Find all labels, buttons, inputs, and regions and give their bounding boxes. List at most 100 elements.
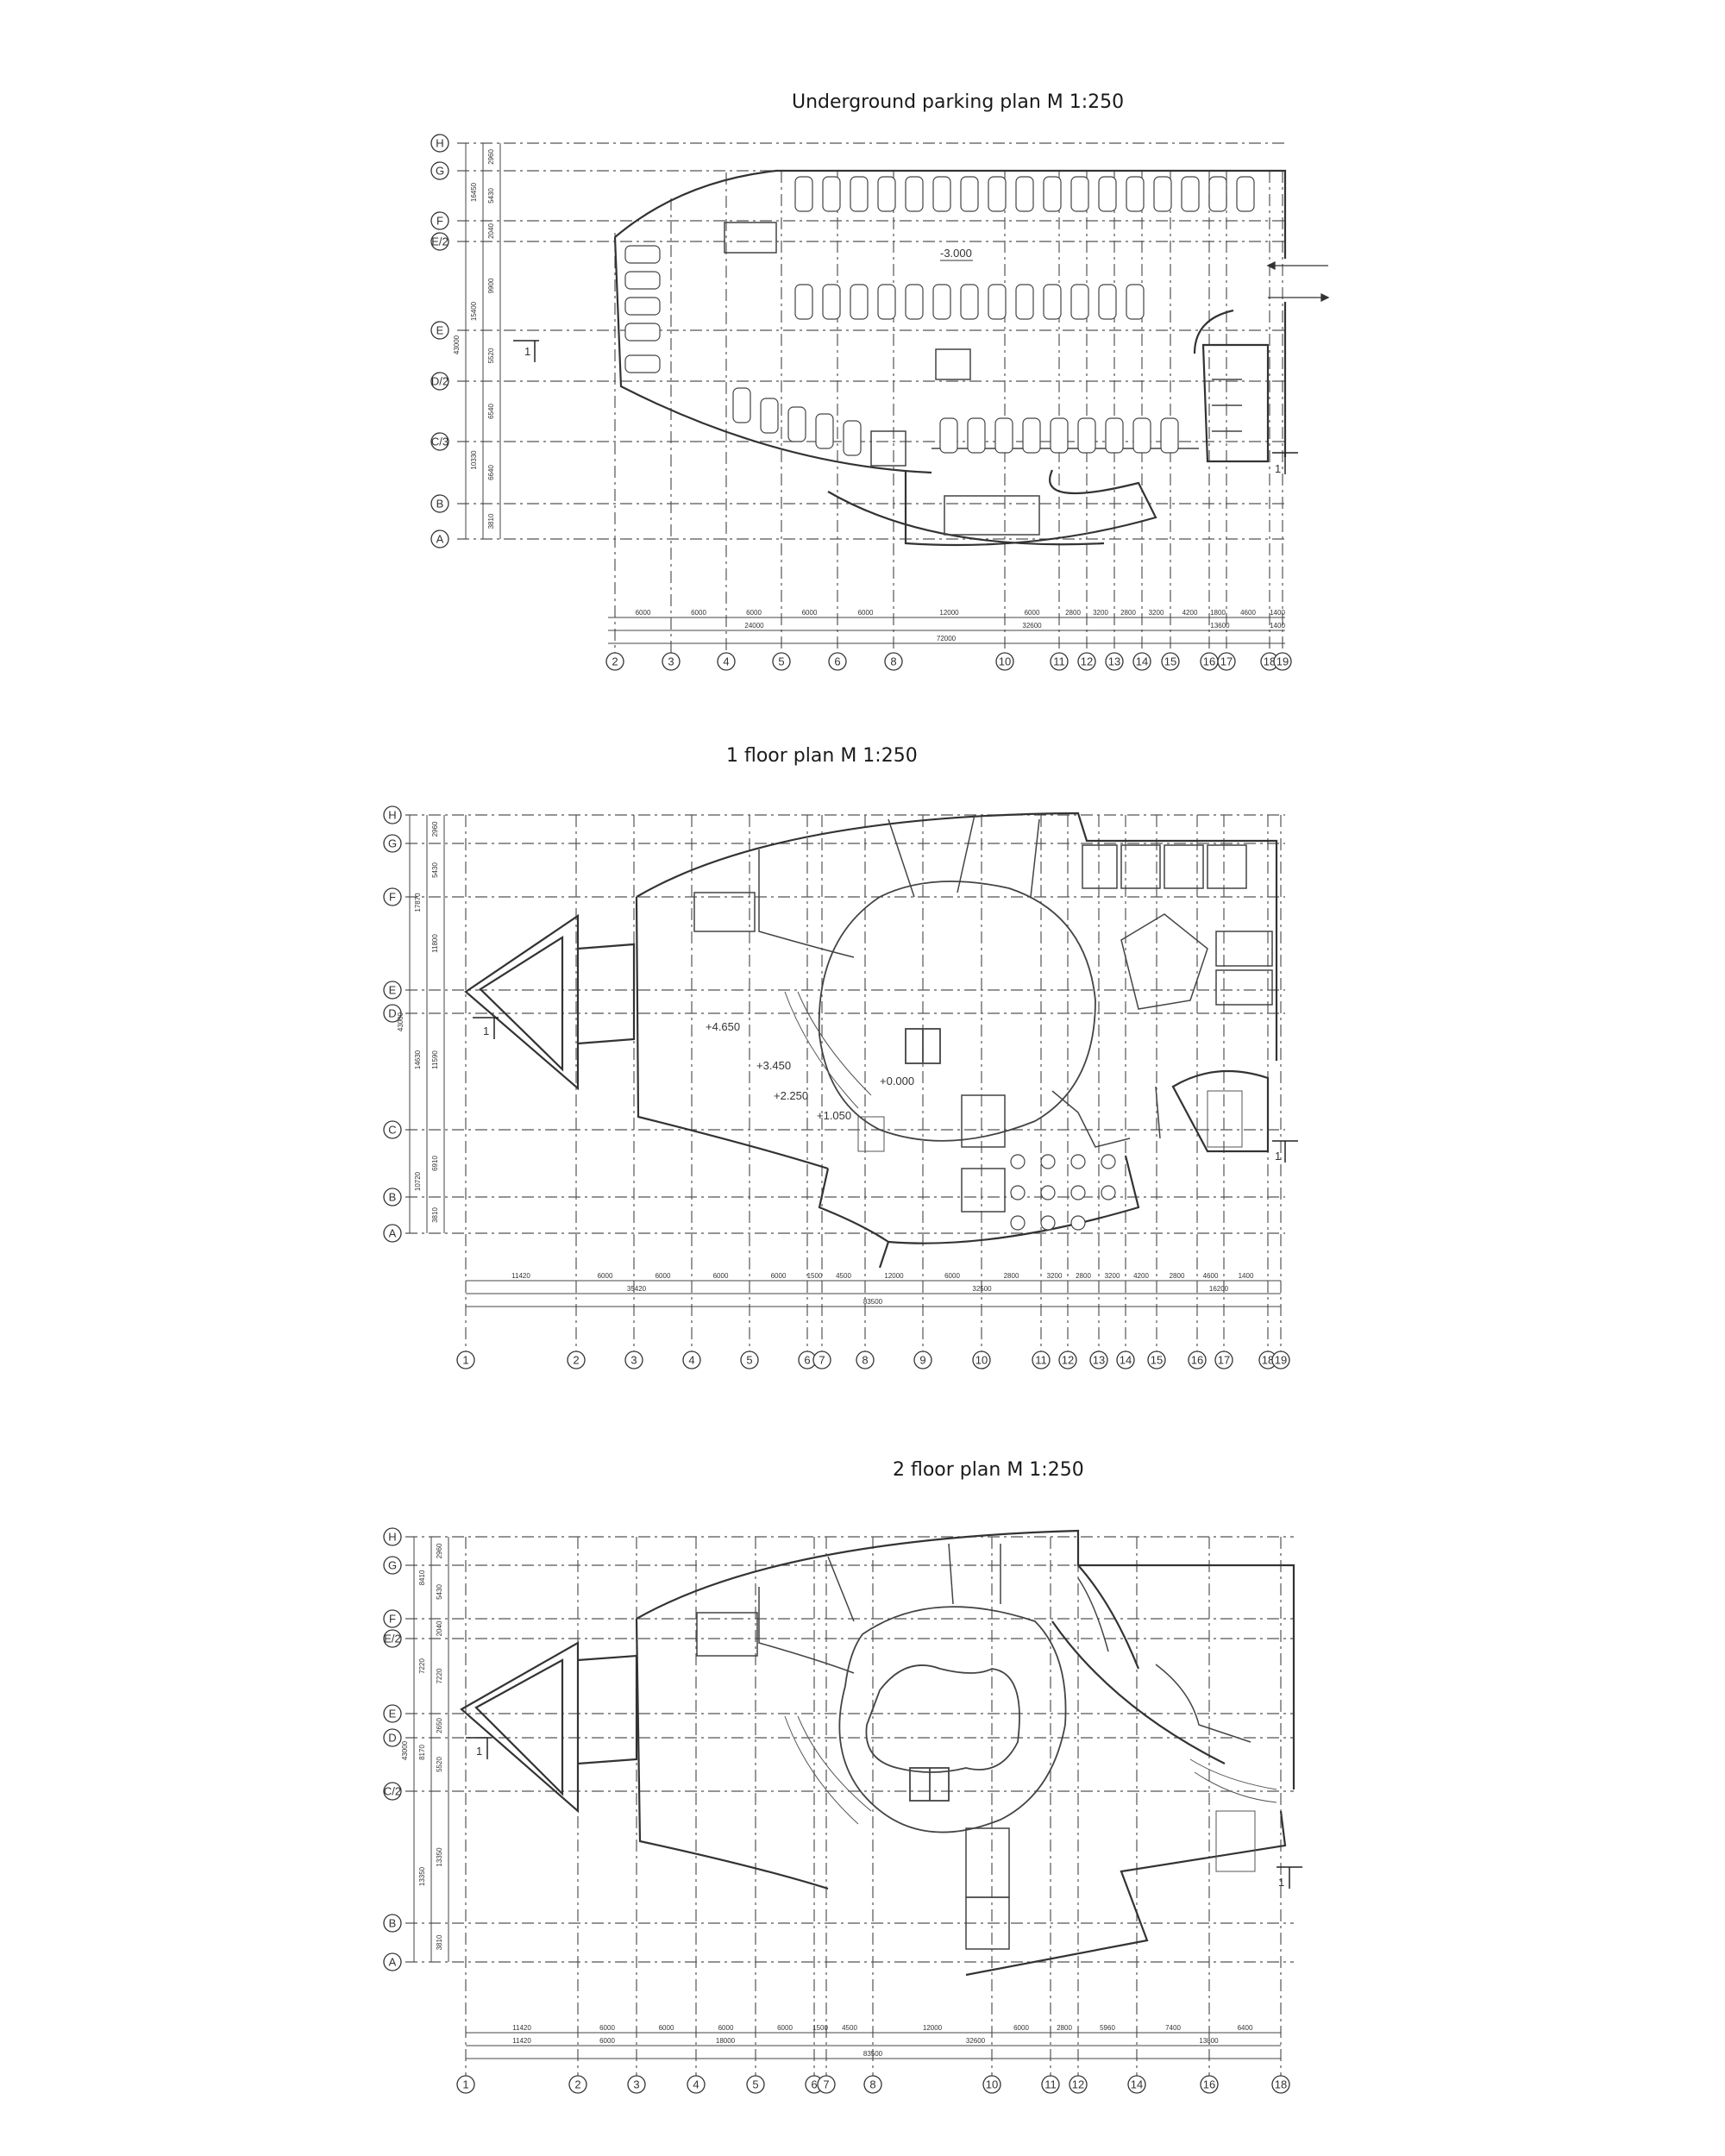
floor1-row-axis-E: E xyxy=(383,981,402,1000)
floor2-dim-row1-label: 6400 xyxy=(1238,2024,1253,2032)
parking-row-axis-label: H xyxy=(436,137,443,150)
floor2-vdim-outer-label: 5520 xyxy=(436,1757,443,1772)
floor1-column-axis-4: 4 xyxy=(682,1351,701,1369)
floor2-column-axis-bubble xyxy=(863,2075,882,2094)
floor1-level-3450: +3.450 xyxy=(756,1059,791,1072)
parking-dim-row1-label: 4600 xyxy=(1240,609,1256,617)
floor1-column-axis-label: 7 xyxy=(819,1354,825,1367)
floor2-internal-walls xyxy=(696,1543,1251,1950)
floor2-column-axis-bubble xyxy=(627,2075,646,2094)
parking-column-axis-14: 14 xyxy=(1132,652,1151,671)
floor1-dim-row2-label: 32500 xyxy=(972,1285,992,1293)
floor2-row-axis-bubble xyxy=(383,1704,402,1723)
floor2-vdim-outer-label: 3810 xyxy=(436,1934,443,1950)
floor1-column-axis-16: 16 xyxy=(1188,1351,1207,1369)
floor1-column-axis-label: 5 xyxy=(746,1354,752,1367)
parking-column-axis-label: 5 xyxy=(778,655,784,668)
floor2-vdim-outer-label: 2650 xyxy=(436,1718,443,1733)
floor1-column-axis-bubble xyxy=(856,1351,875,1369)
floor2-row-axis-C-2: C/2 xyxy=(383,1782,402,1801)
floor2-dim-total: 83500 xyxy=(863,2050,883,2058)
parking-row-axis-label: B xyxy=(436,498,444,511)
parking-column-axis-label: 15 xyxy=(1164,655,1176,668)
parking-vdim-outer-label: 9900 xyxy=(487,278,495,293)
floor1-column-axis-11: 11 xyxy=(1032,1351,1051,1369)
floor1-column-axis-bubble xyxy=(1116,1351,1135,1369)
floor1-vdim-outer-label: 6910 xyxy=(431,1156,439,1171)
floor1-column-axis-label: 18 xyxy=(1262,1354,1274,1367)
floor1-level-1050: +1.050 xyxy=(817,1109,851,1122)
floor1-row-axis-A: A xyxy=(383,1224,402,1243)
parking-dim-row1-label: 12000 xyxy=(939,609,959,617)
floor1-column-axis-bubble xyxy=(456,1351,475,1369)
floor1-row-axis-bubble xyxy=(383,805,402,824)
floor2-row-axis-B: B xyxy=(383,1914,402,1933)
floor2-column-axis-label: 1 xyxy=(462,2078,468,2091)
parking-column-axis-16: 16 xyxy=(1200,652,1219,671)
floor1-column-axis-12: 12 xyxy=(1058,1351,1077,1369)
parking-dim-row1-label: 4200 xyxy=(1182,609,1198,617)
floor2-column-axis-bubble xyxy=(1041,2075,1060,2094)
floor1-row-axis-label: B xyxy=(389,1191,397,1204)
parking-column-axis-10: 10 xyxy=(995,652,1014,671)
floor1-plan-title: 1 floor plan M 1:250 xyxy=(726,745,918,767)
parking-dim-row1-label: 2800 xyxy=(1065,609,1081,617)
floor1-column-axis-7: 7 xyxy=(812,1351,831,1369)
parking-plan-title-text: Underground parking plan xyxy=(792,91,1041,113)
parking-column-axis-bubble xyxy=(1050,652,1069,671)
parking-vdim-outer-label: 3810 xyxy=(487,513,495,529)
parking-vdim-outer-label: 5520 xyxy=(487,348,495,363)
floor1-column-axis-9: 9 xyxy=(913,1351,932,1369)
parking-column-axis-label: 10 xyxy=(999,655,1011,668)
parking-column-axis-2: 2 xyxy=(605,652,624,671)
floor1-vdim-mid-label: 14630 xyxy=(414,1050,422,1069)
floor2-column-axis-14: 14 xyxy=(1127,2075,1146,2094)
parking-column-axis-bubble xyxy=(1132,652,1151,671)
floor2-plan-title: 2 floor plan M 1:250 xyxy=(893,1459,1084,1481)
floor2-column-axis-label: 11 xyxy=(1044,2078,1057,2091)
floor2-column-axis-bubble xyxy=(568,2075,587,2094)
floor2-row-axis-label: H xyxy=(388,1531,396,1544)
floor1-column-axis-3: 3 xyxy=(624,1351,643,1369)
floor2-row-axis-bubble xyxy=(383,1952,402,1971)
parking-section-marks xyxy=(513,340,1298,474)
parking-dim-row2-label: 32600 xyxy=(1022,622,1042,630)
floor2-vdim-mid-label: 8410 xyxy=(418,1570,426,1585)
floor1-row-axis-H: H xyxy=(383,805,402,824)
floor1-dim-row1-label: 6000 xyxy=(944,1272,960,1280)
parking-column-axis-bubble xyxy=(995,652,1014,671)
floor2-column-axis-label: 8 xyxy=(869,2078,875,2091)
floor1-column-axis-13: 13 xyxy=(1089,1351,1108,1369)
parking-vdim-outer-label: 6540 xyxy=(487,404,495,419)
parking-column-axis-bubble xyxy=(1161,652,1180,671)
floor1-row-axis-bubble xyxy=(383,1188,402,1206)
floor2-vdim-total: 43000 xyxy=(401,1740,409,1760)
floor1-column-axis-label: 4 xyxy=(688,1354,694,1367)
floor2-column-axis-1: 1 xyxy=(456,2075,475,2094)
floor1-column-axis-bubble xyxy=(1058,1351,1077,1369)
parking-dim-row1-label: 1400 xyxy=(1270,609,1285,617)
parking-vdim-outer-label: 2040 xyxy=(487,223,495,239)
floor2-dim-row1-label: 11420 xyxy=(512,2024,531,2032)
parking-vdim-labels: 2960543020409900552065406640381016450154… xyxy=(470,149,495,530)
parking-dim-row1-label: 6000 xyxy=(636,609,651,617)
floor1-vdim-outer-label: 3810 xyxy=(431,1207,439,1223)
floor1-row-axis-label: A xyxy=(389,1227,397,1240)
floor2-vdim-outer-label: 2040 xyxy=(436,1620,443,1636)
floor2-row-axis-E-2: E/2 xyxy=(383,1629,402,1648)
parking-row-axis-bubble xyxy=(430,161,449,180)
floor1-column-axis-label: 19 xyxy=(1275,1354,1287,1367)
floor2-row-axis-F: F xyxy=(383,1609,402,1628)
floor2-dimension-lines xyxy=(413,1537,1281,2059)
floor2-column-axis-bubble xyxy=(1127,2075,1146,2094)
parking-vdim-mid-label: 16450 xyxy=(470,182,478,202)
parking-row-axis-B: B xyxy=(430,494,449,513)
parking-dim-row2-label: 1400 xyxy=(1270,622,1285,630)
parking-row-axis-bubble xyxy=(430,530,449,548)
floor1-row-axis-bubble xyxy=(383,834,402,853)
